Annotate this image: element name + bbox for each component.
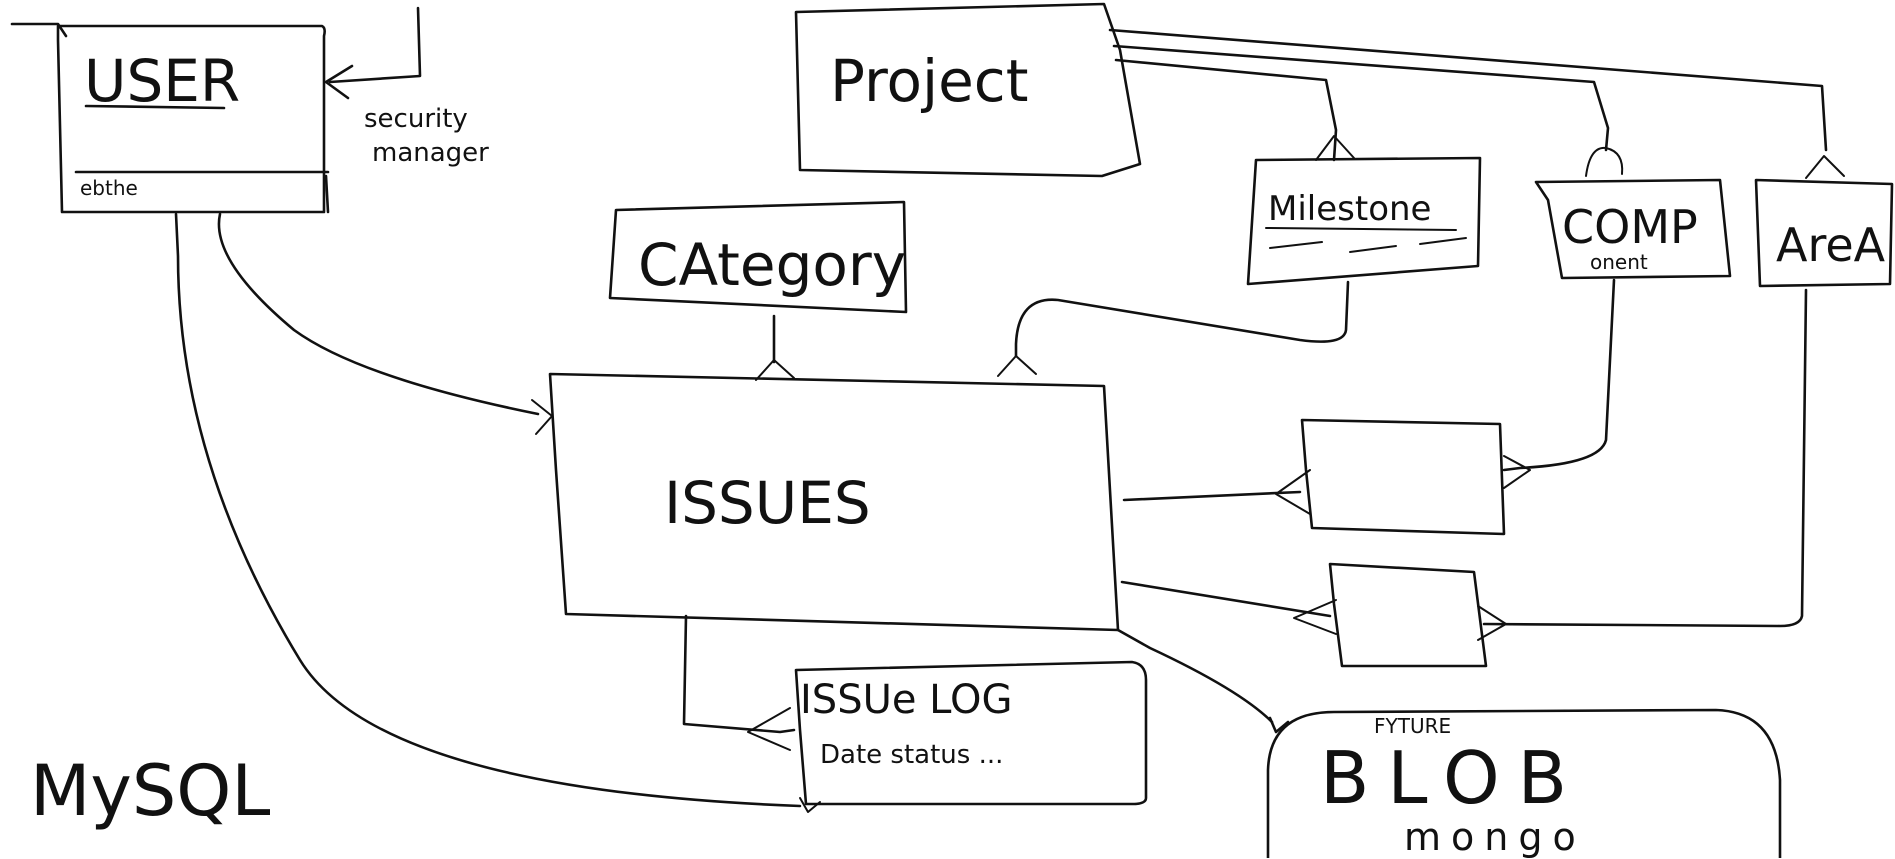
issue-component-link-box — [1300, 418, 1506, 536]
component-subtitle: onent — [1590, 250, 1648, 274]
issues-title: ISSUES — [664, 469, 871, 537]
user-title: USER — [84, 47, 241, 115]
user-subtitle: ebthe — [80, 176, 138, 200]
milestone-entity-box — [1246, 156, 1482, 286]
project-entity-box — [794, 2, 1142, 178]
component-title: COMP — [1562, 200, 1698, 254]
issue-area-link-box — [1328, 562, 1488, 668]
relationship-lines — [174, 28, 1845, 813]
component-entity-box — [1534, 178, 1732, 280]
category-title: CAtegory — [638, 231, 907, 299]
issue-log-title: ISSUe LOG — [800, 677, 1013, 723]
user-entity-box — [10, 22, 330, 214]
area-title: AreA — [1776, 218, 1886, 272]
issue-log-entity-box — [794, 660, 1148, 806]
milestone-title: Milestone — [1268, 189, 1432, 229]
category-entity-box — [608, 200, 908, 314]
security-manager-line1: security — [364, 104, 468, 134]
mysql-label: MySQL — [30, 750, 271, 832]
issues-entity-box — [548, 372, 1120, 632]
blob-title: BLOB — [1320, 736, 1586, 820]
area-entity-box — [1754, 178, 1894, 288]
issue-log-subtitle: Date status ... — [820, 740, 1004, 770]
project-title: Project — [830, 47, 1029, 115]
blob-subtitle: mongo — [1404, 815, 1586, 859]
security-manager-line2: manager — [372, 138, 489, 168]
blob-note: FYTURE — [1374, 714, 1452, 738]
security-manager-arrow — [324, 6, 422, 100]
